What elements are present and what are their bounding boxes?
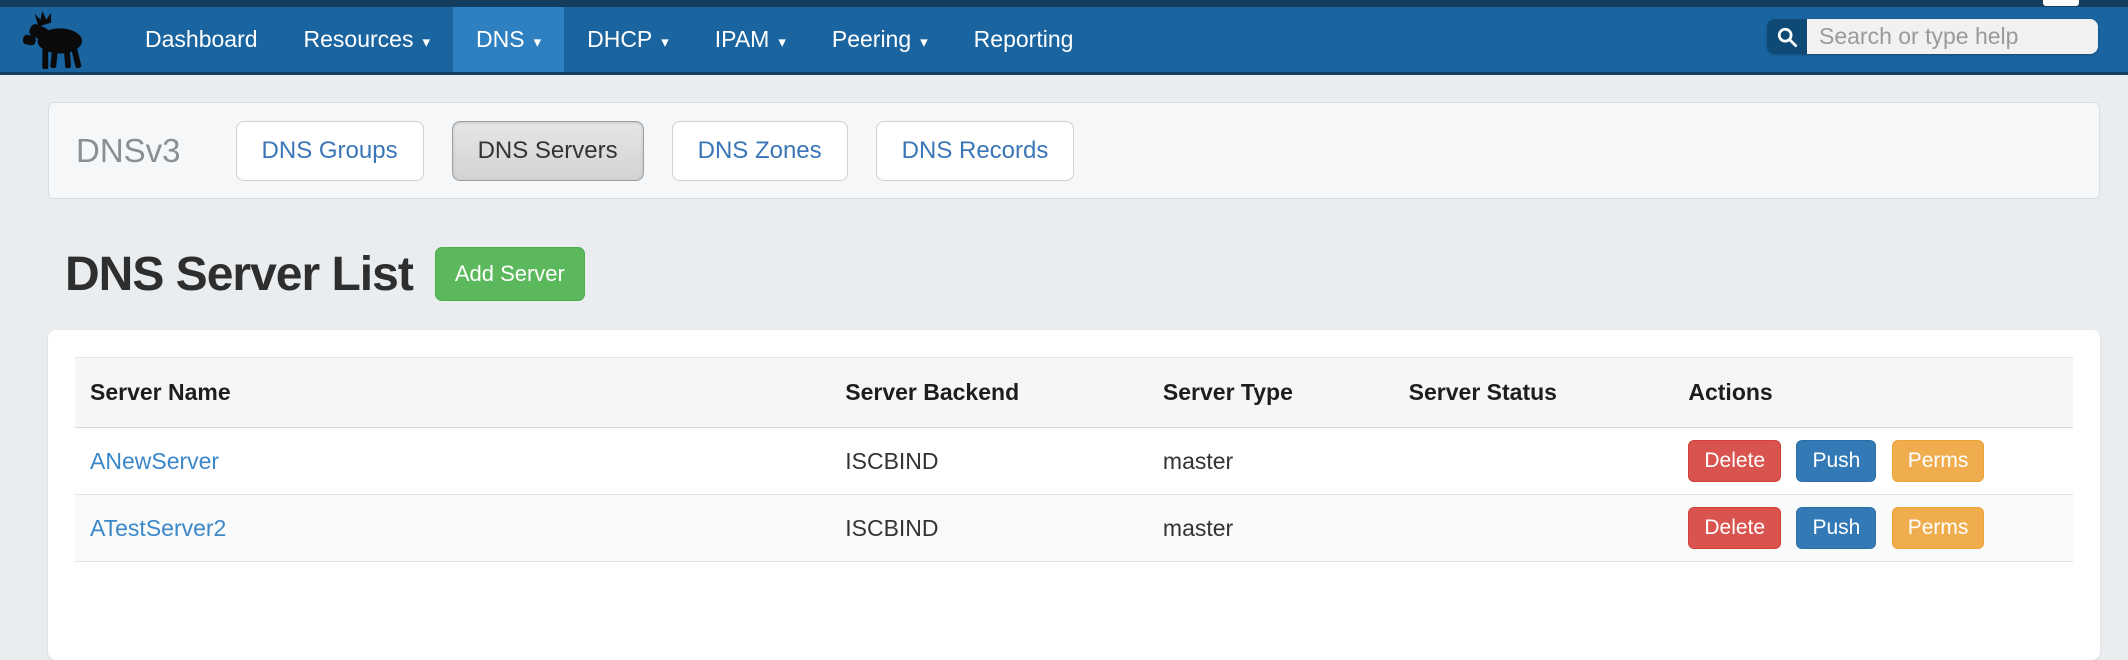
nav-item-dhcp[interactable]: DHCP ▾ [564, 7, 692, 72]
nav-item-reporting[interactable]: Reporting [951, 7, 1097, 72]
table-row: ATestServer2 ISCBIND master Delete Push … [75, 494, 2073, 562]
caret-down-icon: ▾ [920, 33, 928, 51]
server-type-cell: master [1147, 427, 1394, 495]
push-button[interactable]: Push [1796, 440, 1877, 482]
search-icon-box[interactable] [1767, 19, 1807, 54]
tab-dns-groups[interactable]: DNS Groups [235, 120, 424, 181]
page-title: DNS Server List [65, 247, 414, 301]
push-button[interactable]: Push [1796, 507, 1877, 549]
tab-dns-records[interactable]: DNS Records [875, 120, 1075, 181]
top-strip-notch [2043, 0, 2079, 6]
col-header-server-status: Server Status [1393, 357, 1674, 428]
nav-item-peering[interactable]: Peering ▾ [809, 7, 951, 72]
server-table: Server Name Server Backend Server Type S… [75, 357, 2073, 562]
app-logo[interactable] [0, 7, 108, 72]
server-backend-cell: ISCBIND [830, 427, 1148, 495]
nav-label: IPAM [714, 26, 770, 52]
main-nav: Dashboard Resources ▾ DNS ▾ DHCP ▾ IPAM … [122, 7, 1096, 72]
table-header-row: Server Name Server Backend Server Type S… [75, 357, 2073, 428]
nav-label: DHCP [587, 26, 653, 52]
nav-item-dashboard[interactable]: Dashboard [122, 7, 281, 72]
server-status-cell [1393, 427, 1674, 495]
nav-item-ipam[interactable]: IPAM ▾ [692, 7, 809, 72]
col-header-server-name: Server Name [75, 357, 831, 428]
dnsv3-toolbar: DNSv3 DNS Groups DNS Servers DNS Zones D… [48, 102, 2100, 199]
perms-button[interactable]: Perms [1891, 507, 1985, 549]
server-backend-cell: ISCBIND [830, 494, 1148, 562]
actions-cell: Delete Push Perms [1673, 427, 2073, 495]
server-name-link[interactable]: ANewServer [90, 447, 220, 474]
page-heading-row: DNS Server List Add Server [65, 235, 2128, 313]
server-status-cell [1393, 494, 1674, 562]
col-header-server-backend: Server Backend [830, 357, 1148, 428]
caret-down-icon: ▾ [661, 33, 669, 51]
table-row: ANewServer ISCBIND master Delete Push Pe… [75, 427, 2073, 495]
top-navbar: Dashboard Resources ▾ DNS ▾ DHCP ▾ IPAM … [0, 0, 2128, 75]
delete-button[interactable]: Delete [1688, 507, 1782, 549]
nav-label: DNS [476, 26, 525, 52]
global-search [1767, 19, 2098, 54]
server-name-link[interactable]: ATestServer2 [90, 514, 227, 541]
nav-label: Dashboard [145, 26, 258, 52]
server-type-cell: master [1147, 494, 1394, 562]
delete-button[interactable]: Delete [1688, 440, 1782, 482]
actions-cell: Delete Push Perms [1673, 494, 2073, 562]
col-header-server-type: Server Type [1147, 357, 1394, 428]
search-icon [1777, 27, 1798, 47]
search-input[interactable] [1807, 19, 2098, 54]
caret-down-icon: ▾ [533, 33, 542, 51]
caret-down-icon: ▾ [778, 33, 786, 51]
section-label: DNSv3 [76, 131, 181, 169]
col-header-actions: Actions [1673, 357, 2073, 428]
nav-label: Reporting [973, 26, 1074, 52]
tab-dns-zones[interactable]: DNS Zones [671, 120, 848, 181]
nav-label: Resources [303, 26, 414, 52]
moose-logo-icon [22, 10, 83, 69]
nav-item-resources[interactable]: Resources ▾ [281, 7, 453, 72]
caret-down-icon: ▾ [422, 33, 430, 51]
nav-item-dns[interactable]: DNS ▾ [453, 7, 565, 72]
server-list-panel: Server Name Server Backend Server Type S… [48, 330, 2100, 660]
perms-button[interactable]: Perms [1891, 440, 1985, 482]
nav-label: Peering [831, 26, 912, 52]
add-server-button[interactable]: Add Server [434, 247, 585, 301]
tab-dns-servers[interactable]: DNS Servers [451, 120, 644, 181]
